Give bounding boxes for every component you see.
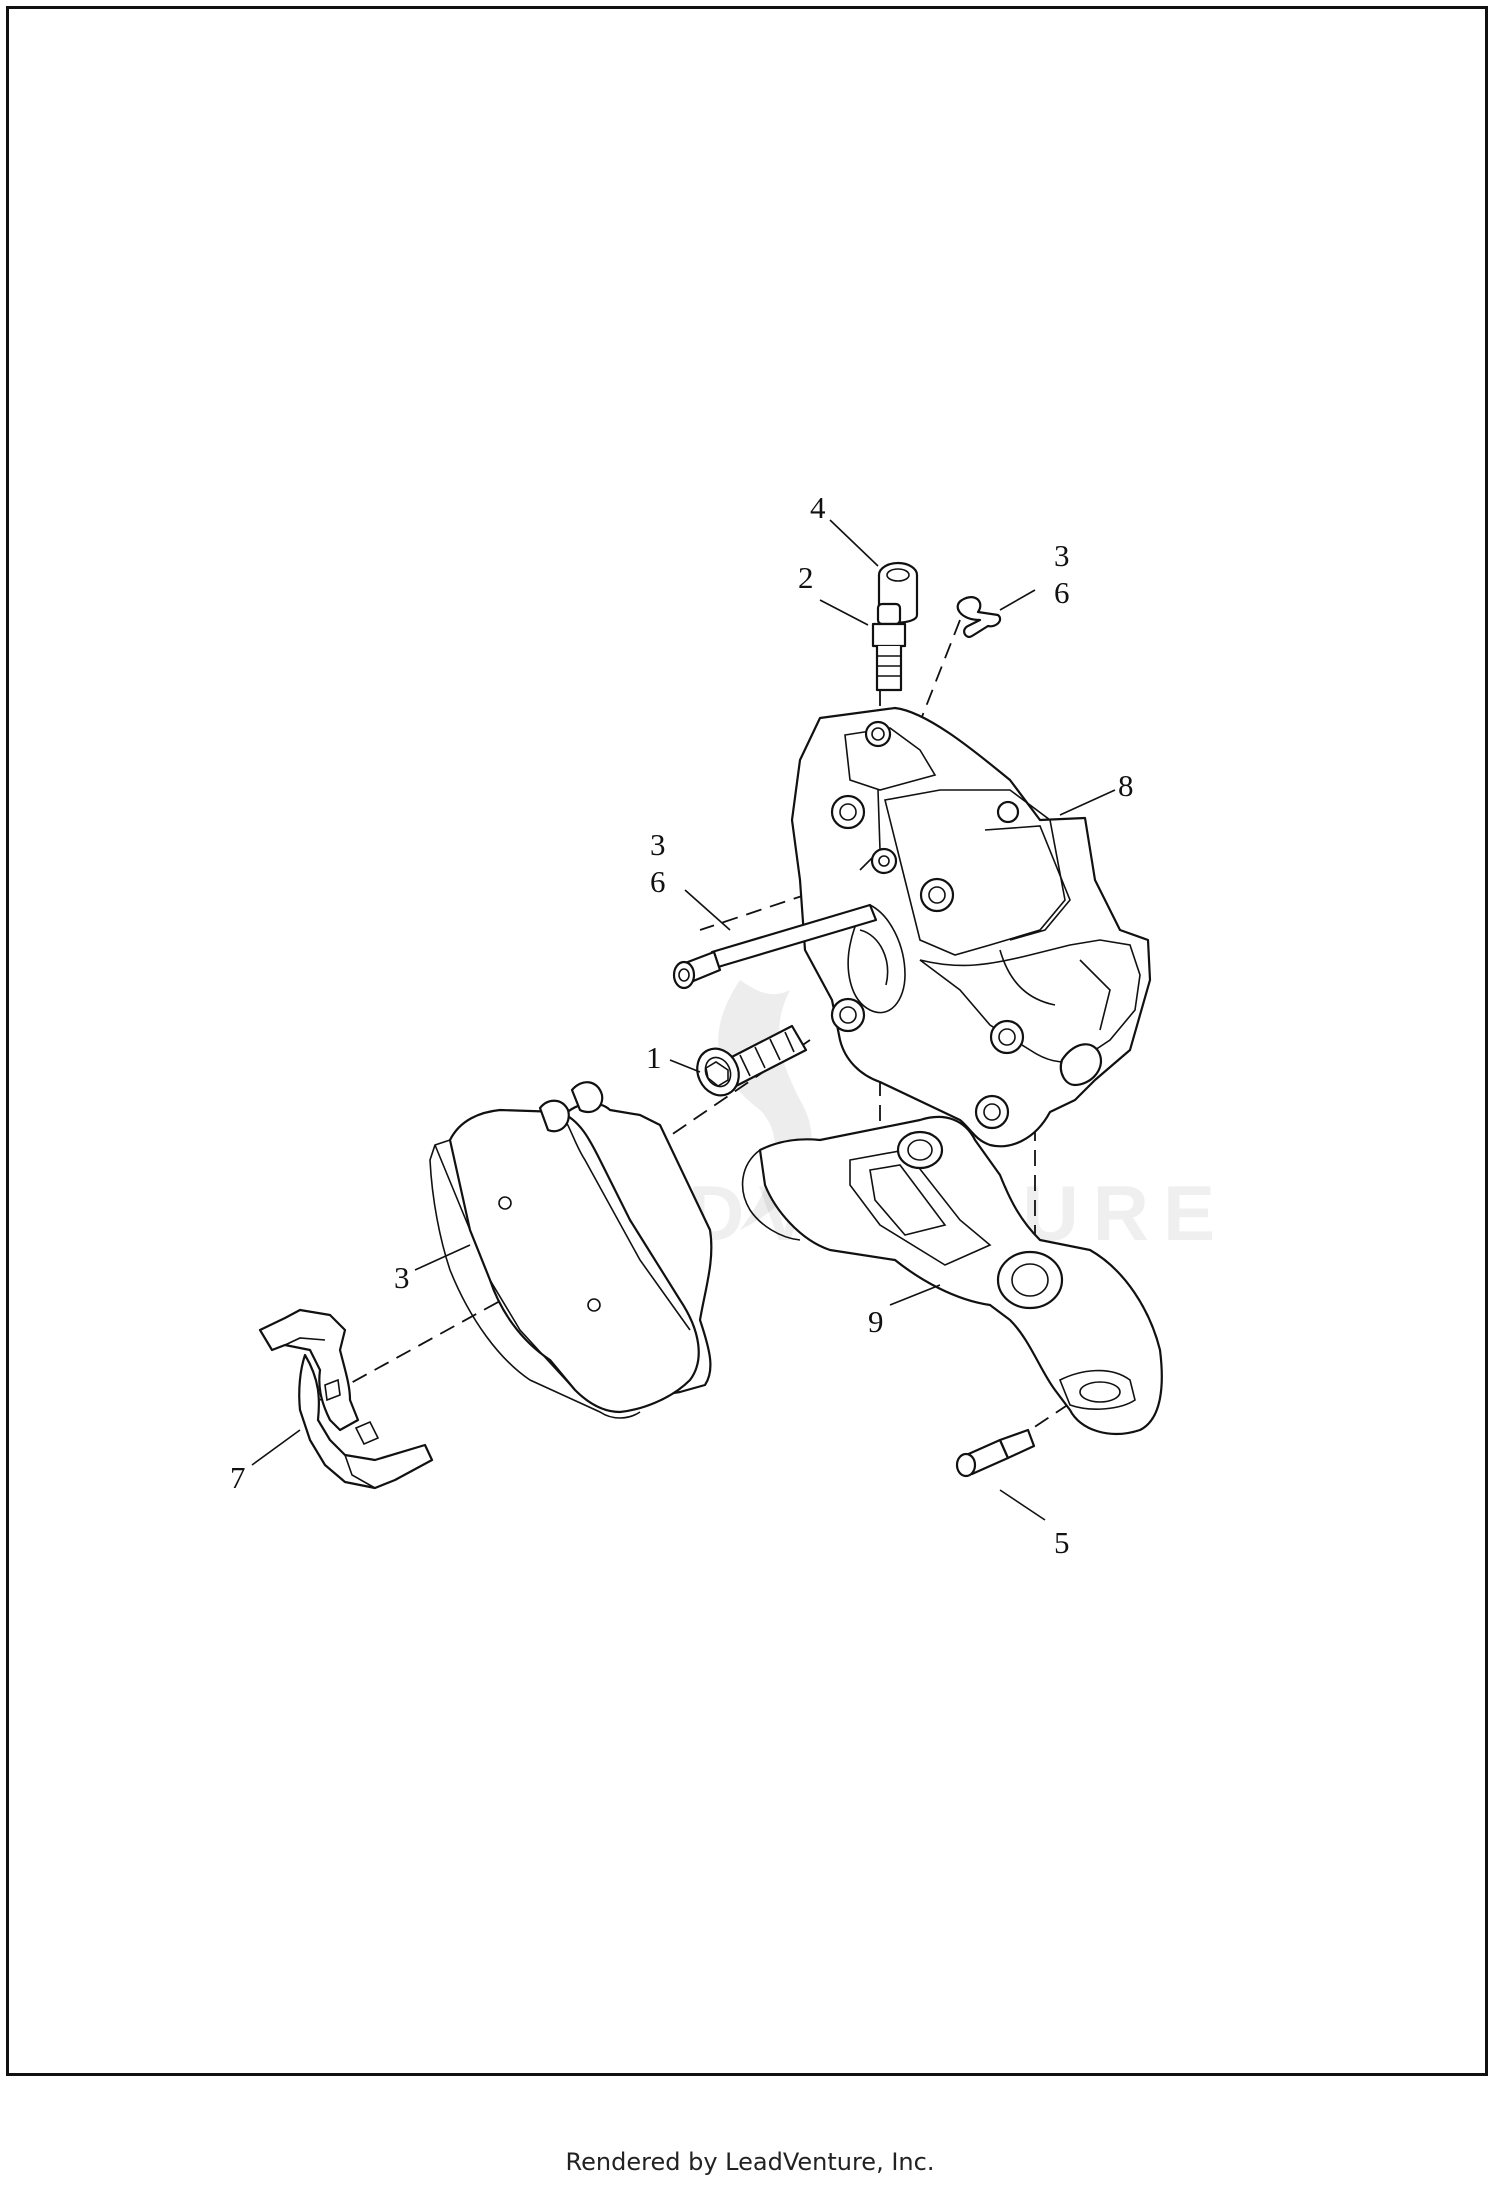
callout-3-pads: 3: [394, 1260, 410, 1295]
brake-pads: [429, 1081, 713, 1419]
pad-pin: [672, 903, 878, 990]
leader-lines: [251, 519, 1116, 1521]
bracket-pin: [955, 1428, 1036, 1478]
callout-7: 7: [230, 1460, 246, 1495]
callout-4: 4: [810, 490, 826, 525]
callout-6-spring: 6: [1054, 575, 1070, 610]
callout-8: 8: [1118, 768, 1134, 803]
callout-5: 5: [1054, 1525, 1070, 1560]
footer-credit: Rendered by LeadVenture, Inc.: [565, 2148, 935, 2176]
callout-9: 9: [868, 1304, 884, 1339]
callout-3-spring: 3: [1054, 538, 1070, 573]
pad-spring: [258, 1308, 434, 1490]
callout-6-pin: 6: [650, 864, 666, 899]
caliper-body: [790, 706, 1152, 1148]
bleeder-valve: [871, 602, 907, 692]
diagram-frame: [6, 6, 1488, 2076]
callout-labels: 4 2 3 6 8 3 6 1 3 9 7 5: [230, 490, 1134, 1560]
pad-retainer-spring: [956, 596, 1002, 638]
mounting-screw: [696, 1024, 808, 1097]
caliper-bracket: [741, 1115, 1163, 1435]
callout-3-pin: 3: [650, 827, 666, 862]
callout-1: 1: [646, 1040, 662, 1075]
callout-2: 2: [798, 560, 814, 595]
